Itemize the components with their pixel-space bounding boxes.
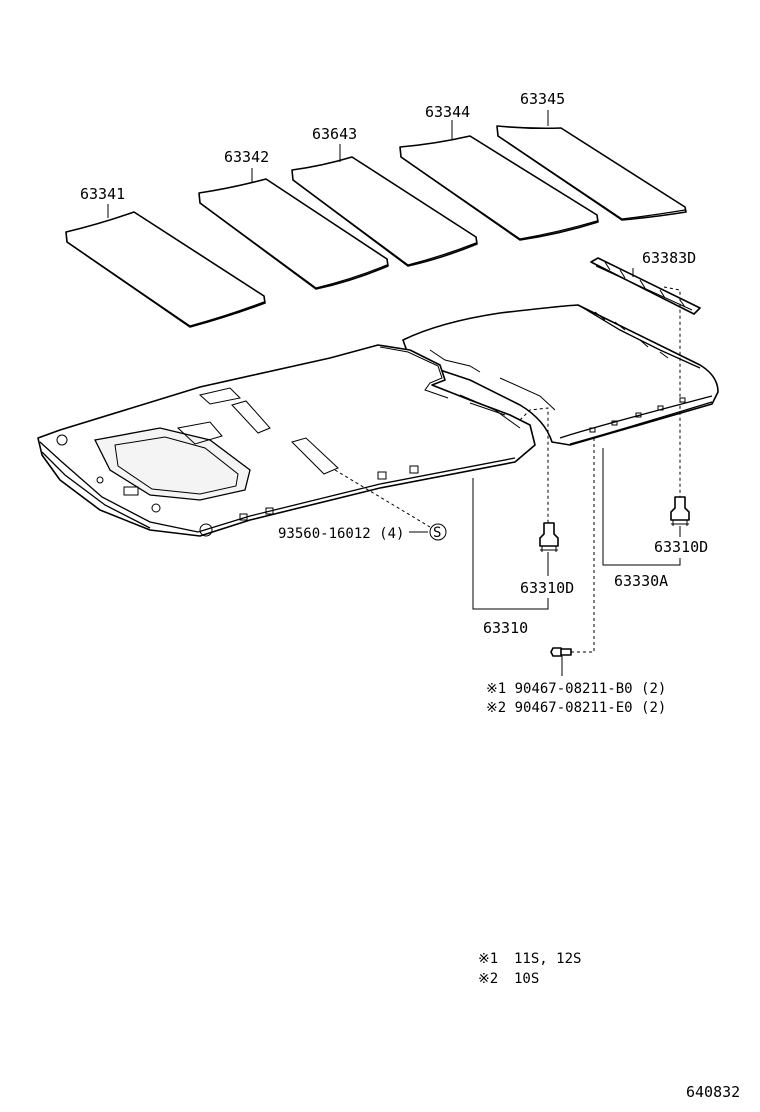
label-63341: 63341 xyxy=(80,185,125,203)
legend-mark-2: ※2 xyxy=(478,971,498,987)
label-63383D: 63383D xyxy=(642,249,696,267)
bracket-63383D[interactable] xyxy=(590,257,701,315)
label-93560: 93560-16012 (4) xyxy=(278,526,404,542)
label-63342: 63342 xyxy=(224,148,269,166)
pad-63345[interactable] xyxy=(496,125,687,221)
svg-text:S: S xyxy=(433,525,441,541)
label-63310D-right: 63310D xyxy=(654,538,708,556)
bolt-note-2: ※2 90467-08211-E0 (2) xyxy=(486,700,666,716)
leader-lines xyxy=(107,110,681,676)
bolt-note-1: ※1 90467-08211-B0 (2) xyxy=(486,681,666,697)
pad-63341[interactable] xyxy=(65,211,266,328)
label-63345: 63345 xyxy=(520,90,565,108)
label-63643: 63643 xyxy=(312,125,357,143)
clip-63310D-right[interactable] xyxy=(670,496,690,526)
clip-63310D-left[interactable] xyxy=(539,522,559,552)
bolt-90467[interactable] xyxy=(550,647,572,657)
pad-63643[interactable] xyxy=(291,156,478,267)
legend-text-1: 11S, 12S xyxy=(514,951,581,967)
diagram-number: 640832 xyxy=(686,1083,740,1101)
label-63310D-left: 63310D xyxy=(520,579,574,597)
legend-text-2: 10S xyxy=(514,971,539,987)
label-63310: 63310 xyxy=(483,619,528,637)
legend: ※1 11S, 12S ※2 10S xyxy=(478,951,581,987)
legend-mark-1: ※1 xyxy=(478,951,498,967)
label-63330A: 63330A xyxy=(614,572,668,590)
screw-symbol-s: S xyxy=(429,523,447,541)
pad-63342[interactable] xyxy=(198,178,389,290)
pad-63344[interactable] xyxy=(399,135,599,241)
label-63344: 63344 xyxy=(425,103,470,121)
